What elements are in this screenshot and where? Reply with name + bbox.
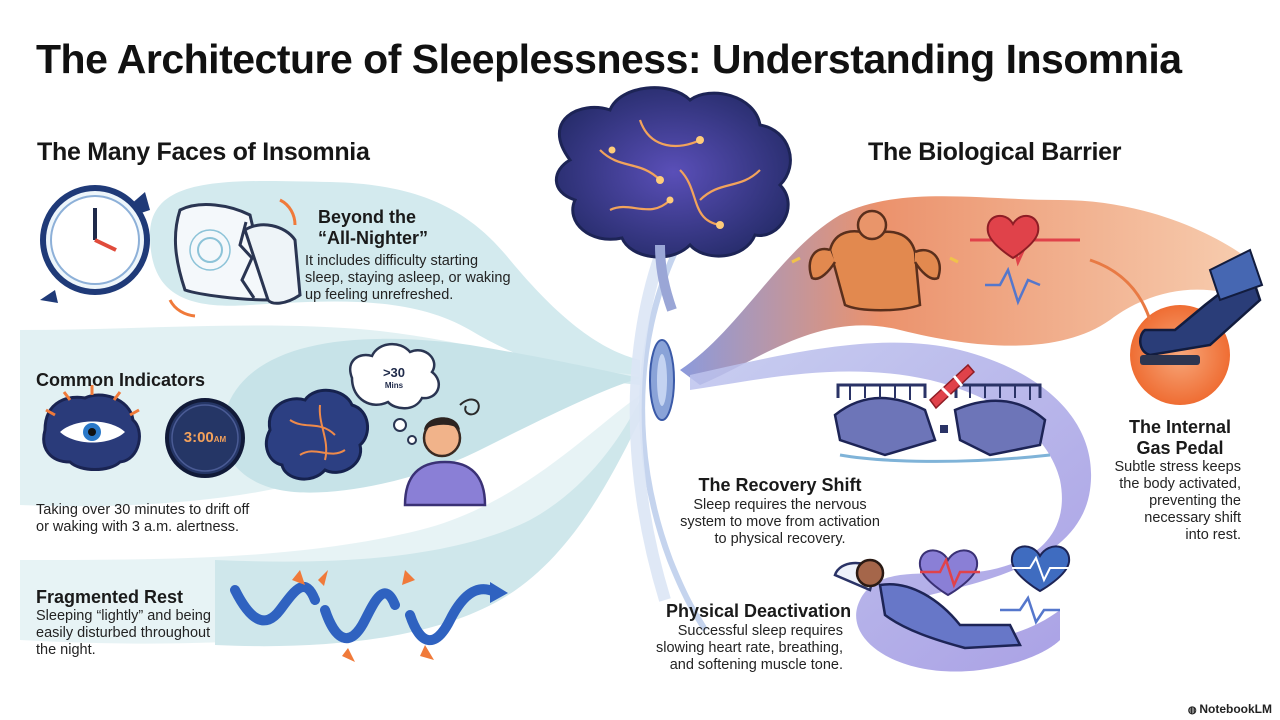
eye-brain-icon xyxy=(42,385,141,471)
gas-pedal-title-line2: Gas Pedal xyxy=(1136,438,1224,458)
page-title: The Architecture of Sleeplessness: Under… xyxy=(36,36,1182,82)
calm-heart-rate-icon xyxy=(918,545,1071,625)
recovery-text-line1: Sleep requires the nervous xyxy=(693,497,867,513)
all-nighter-description: It includes difficulty starting sleep, s… xyxy=(305,253,535,304)
gas-pedal-text-line1: Subtle stress keeps xyxy=(1114,459,1241,475)
gas-pedal-text-line4: necessary shift xyxy=(1144,510,1241,526)
deactivation-text-line3: and softening muscle tone. xyxy=(669,657,843,673)
recovery-text-line2: system to move from activation xyxy=(680,514,880,530)
thought-bubble-line1: >30 xyxy=(382,365,406,380)
thought-bubble-text: >30 Mins xyxy=(372,366,416,392)
all-nighter-text-line1: It includes difficulty starting xyxy=(305,253,479,269)
deactivation-text-line1: Successful sleep requires xyxy=(677,623,843,639)
fragmented-text-line2: easily disturbed throughout xyxy=(36,625,211,641)
brand-icon: ◍ xyxy=(1187,705,1200,716)
right-orange-flow xyxy=(680,196,1250,385)
small-brain-icon xyxy=(265,388,369,481)
common-indicators-title: Common Indicators xyxy=(36,370,206,390)
digital-clock-suffix: AM xyxy=(213,435,227,444)
fragmented-text-line1: Sleeping “lightly” and being xyxy=(36,608,211,624)
all-nighter-block: Beyond the “All-Nighter” xyxy=(318,207,518,249)
recovery-shift-title: The Recovery Shift xyxy=(698,475,862,495)
indicators-text-line2: or waking with 3 a.m. alertness. xyxy=(36,519,240,535)
physical-deactivation-description: Successful sleep requires slowing heart … xyxy=(640,623,843,674)
physical-deactivation-title: Physical Deactivation xyxy=(666,601,852,621)
deactivation-text-line2: slowing heart rate, breathing, xyxy=(656,640,843,656)
common-indicators-description: Taking over 30 minutes to drift off or w… xyxy=(36,502,296,536)
glowing-brain-illustration xyxy=(554,86,792,312)
recovery-shift-description: Sleep requires the nervous system to mov… xyxy=(665,497,895,548)
digital-clock-time: 3:00 xyxy=(183,429,214,446)
resting-person-icon xyxy=(833,558,1022,650)
section-heading-biological-barrier: The Biological Barrier xyxy=(868,138,1122,166)
brand-text: NotebookLM xyxy=(1199,702,1272,716)
broken-clock-icon xyxy=(40,185,150,303)
all-nighter-title-line1: Beyond the xyxy=(318,207,417,227)
recovery-text-line3: to physical recovery. xyxy=(714,531,846,547)
fragmented-text-line3: the night. xyxy=(36,642,96,658)
heart-rate-icon xyxy=(970,214,1080,306)
digital-clock-reading: 3:00AM xyxy=(180,429,230,446)
broken-bridge-illustration xyxy=(833,363,1051,463)
fragmented-rest-title: Fragmented Rest xyxy=(36,587,184,607)
brand-label: ◍ NotebookLM xyxy=(1188,702,1272,716)
section-heading-many-faces: The Many Faces of Insomnia xyxy=(37,138,370,166)
gas-pedal-text-line5: into rest. xyxy=(1185,527,1241,543)
gas-pedal-description: Subtle stress keeps the body activated, … xyxy=(1100,459,1241,544)
digital-clock-3am-icon xyxy=(165,398,245,478)
all-nighter-text-line2: sleep, staying asleep, or waking xyxy=(305,270,511,286)
gas-pedal-title: The Internal Gas Pedal xyxy=(1120,417,1240,459)
gas-pedal-text-line3: preventing the xyxy=(1149,493,1241,509)
flexing-person-icon xyxy=(791,209,959,312)
thought-bubble xyxy=(349,343,441,445)
fragmented-sleep-waves xyxy=(230,570,508,662)
gas-pedal-title-line1: The Internal xyxy=(1128,417,1231,437)
broken-pillow-icon xyxy=(168,198,302,318)
all-nighter-text-line3: up feeling unrefreshed. xyxy=(305,287,454,303)
all-nighter-title-line2: “All-Nighter” xyxy=(318,228,428,248)
worried-person-icon xyxy=(403,398,487,507)
thought-bubble-line2: Mins xyxy=(384,381,404,390)
gas-pedal-text-line2: the body activated, xyxy=(1119,476,1241,492)
indicators-text-line1: Taking over 30 minutes to drift off xyxy=(36,502,250,518)
fragmented-rest-description: Sleeping “lightly” and being easily dist… xyxy=(36,608,236,659)
gas-pedal-foot-icon xyxy=(1089,248,1264,405)
